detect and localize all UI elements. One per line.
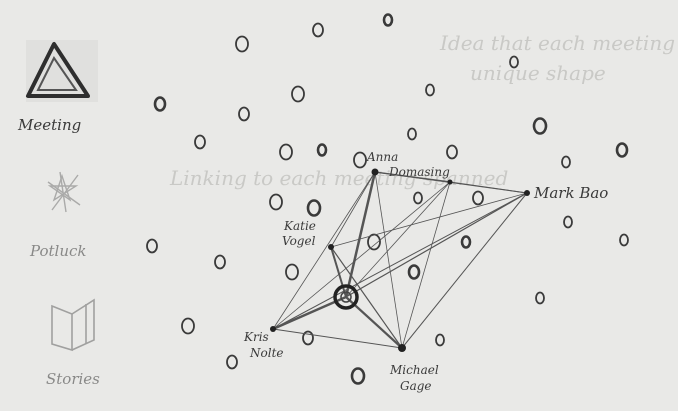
sketch-circle [279, 143, 293, 161]
person-name: Kris [243, 330, 269, 344]
sketch-circle [509, 55, 519, 69]
sidebar-item-label: Potluck [29, 242, 87, 260]
background-notes: Idea that each meeting has a unique shap… [169, 31, 678, 190]
sketch-circle [563, 215, 573, 229]
background-nodes [146, 13, 629, 385]
sketch-circle [615, 142, 629, 158]
person-name: Michael [389, 363, 439, 377]
sketch-circle [353, 151, 367, 169]
person-name-line2: Nolte [249, 346, 284, 360]
sketch-circle [226, 354, 238, 370]
person-name: Katie [283, 219, 316, 233]
sketch-circle [425, 83, 435, 97]
sketch-circle [407, 127, 417, 141]
sketch-circle [561, 155, 571, 169]
sidebar: Meeting Potluck Stories [17, 40, 100, 388]
book-icon [51, 298, 95, 352]
sketch-circle [407, 264, 421, 280]
network-edges [272, 171, 528, 349]
sidebar-item-stories[interactable]: Stories [46, 298, 100, 388]
sketch-circle [238, 106, 250, 122]
note-line-3: Linking to each meeting spanned [169, 166, 508, 190]
sketch-circle [291, 85, 305, 103]
sketch-circle [413, 191, 423, 205]
sketch-circle [382, 13, 394, 27]
sketch-circle [446, 144, 458, 160]
sketch-circle [435, 333, 445, 347]
sketch-circle [535, 291, 545, 305]
person-node-kris-nolte[interactable]: Kris Nolte [243, 326, 284, 360]
sidebar-item-label: Stories [46, 370, 100, 388]
person-node-mark-bao[interactable]: Mark Bao [524, 184, 608, 202]
sidebar-item-meeting[interactable]: Meeting [17, 40, 98, 134]
sketch-circle [194, 134, 206, 150]
sketch-circle [472, 190, 484, 206]
sketch-circle [316, 143, 328, 157]
meeting-hub[interactable] [333, 284, 359, 310]
sketch-circle [302, 330, 314, 346]
sketch-circle [619, 233, 629, 247]
note-line-2: unique shape [470, 61, 606, 85]
connector-dot [447, 179, 453, 185]
sketch-circle [214, 254, 226, 270]
sketch-circle [460, 235, 472, 249]
person-name-line2: Gage [400, 379, 432, 393]
sketch-circle [269, 193, 283, 211]
sketch-circle [235, 35, 249, 53]
person-name: Mark Bao [533, 184, 608, 202]
star-scribble-icon [47, 171, 81, 213]
triangle-icon [26, 40, 98, 102]
sketch-circle [285, 263, 299, 281]
note-line-1: Idea that each meeting has a [439, 31, 678, 55]
sketch-circle [312, 22, 324, 38]
person-node-michael-gage[interactable]: Michael Gage [389, 344, 439, 393]
sketch-circle [367, 233, 381, 251]
sketch-circle [181, 317, 195, 335]
person-node-katie-vogel[interactable]: Katie Vogel [282, 219, 334, 250]
person-node-anna[interactable]: Anna Domasing [366, 150, 450, 179]
sketch-circle [153, 96, 167, 112]
sketch-circle [350, 367, 366, 385]
sidebar-item-potluck[interactable]: Potluck [29, 171, 87, 260]
person-name-line2: Domasing [388, 165, 450, 179]
sketch-circle [306, 199, 322, 217]
sketch-circle [532, 117, 548, 135]
person-name-line2: Vogel [282, 234, 316, 248]
sidebar-item-label: Meeting [17, 116, 81, 134]
sketch-circle [146, 238, 158, 254]
person-name: Anna [366, 150, 398, 164]
